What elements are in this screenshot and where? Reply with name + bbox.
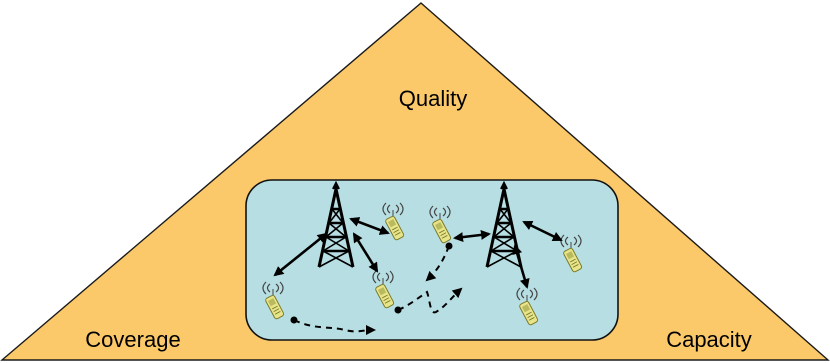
network-panel xyxy=(245,179,619,341)
coverage-label: Coverage xyxy=(85,327,180,352)
link-arrow xyxy=(352,232,379,273)
link-arrow xyxy=(273,232,328,277)
link-arrow xyxy=(349,217,390,235)
link-arrow xyxy=(512,244,530,289)
link-arrow xyxy=(522,220,563,242)
capacity-label: Capacity xyxy=(666,327,752,352)
movement-path xyxy=(425,242,453,282)
movement-path xyxy=(394,287,463,314)
link-arrow xyxy=(453,229,491,243)
quality-label: Quality xyxy=(399,86,467,111)
